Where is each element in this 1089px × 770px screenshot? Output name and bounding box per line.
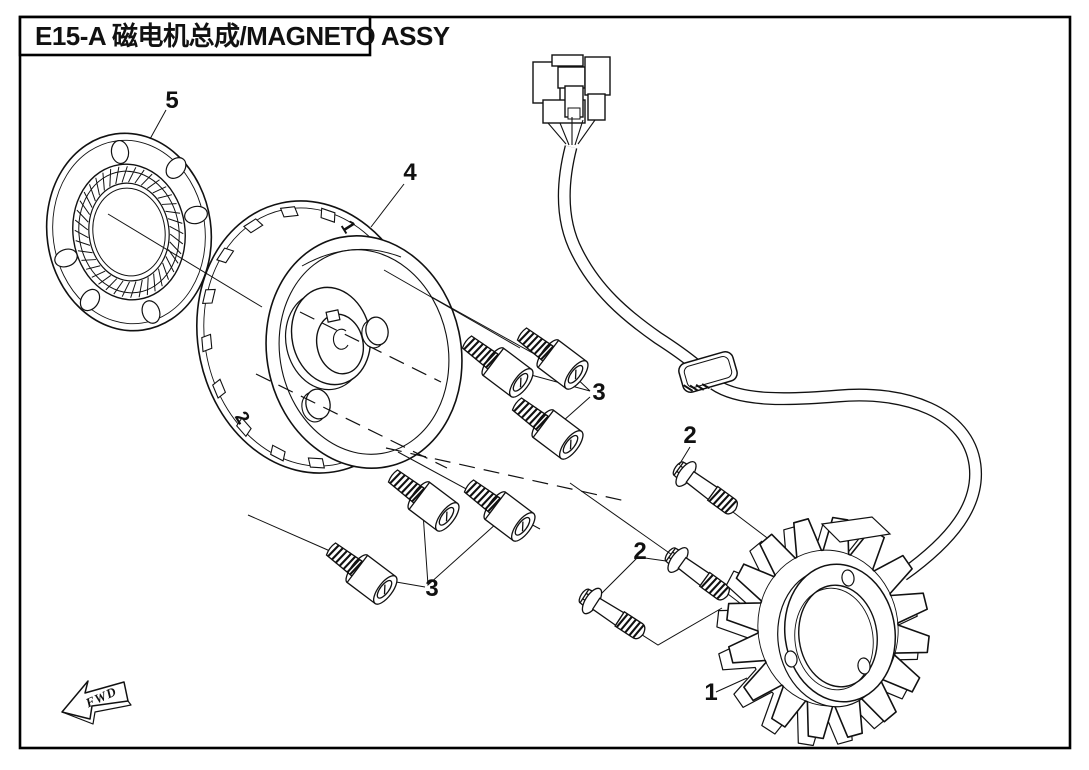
callout-3-socket-bolts-upper: 3 [592, 379, 605, 406]
flange-bolt [572, 580, 653, 648]
stator-wire-bracket [820, 516, 892, 543]
wire-grommet [678, 351, 738, 393]
part-stator [716, 516, 930, 747]
callout-labels: 5 4 3 3 2 2 1 [165, 87, 717, 706]
callout-5-starter-clutch: 5 [165, 87, 178, 114]
part-starter-clutch-flange [45, 132, 213, 332]
stator-wire-harness [557, 145, 983, 581]
callout-1-stator: 1 [704, 679, 717, 706]
callout-2-flange-bolts-lower: 2 [633, 538, 646, 565]
page-border [18, 15, 1072, 750]
socket-bolt [504, 388, 589, 464]
callout-3-socket-bolts-lower: 3 [425, 575, 438, 602]
socket-bolt [456, 470, 541, 546]
flange-bolt [666, 453, 745, 523]
title-box [18, 15, 372, 57]
socket-bolt [380, 460, 465, 536]
callout-4-flywheel: 4 [403, 159, 417, 186]
socket-bolt [318, 533, 403, 609]
sprag-teeth [74, 166, 184, 298]
flange-bolt [658, 539, 737, 609]
fwd-direction-arrow: FWD [61, 680, 132, 725]
axis-dashed-lines [255, 311, 631, 503]
part-flywheel-rotor: 1 2 [196, 200, 463, 474]
flange-bolt-holes [54, 139, 208, 324]
stator-mount-holes [784, 569, 871, 675]
page-title: E15-A 磁电机总成/MAGNETO ASSY [35, 21, 450, 51]
callout-2-flange-bolt-upper: 2 [683, 422, 696, 449]
wire-connector [532, 54, 611, 146]
